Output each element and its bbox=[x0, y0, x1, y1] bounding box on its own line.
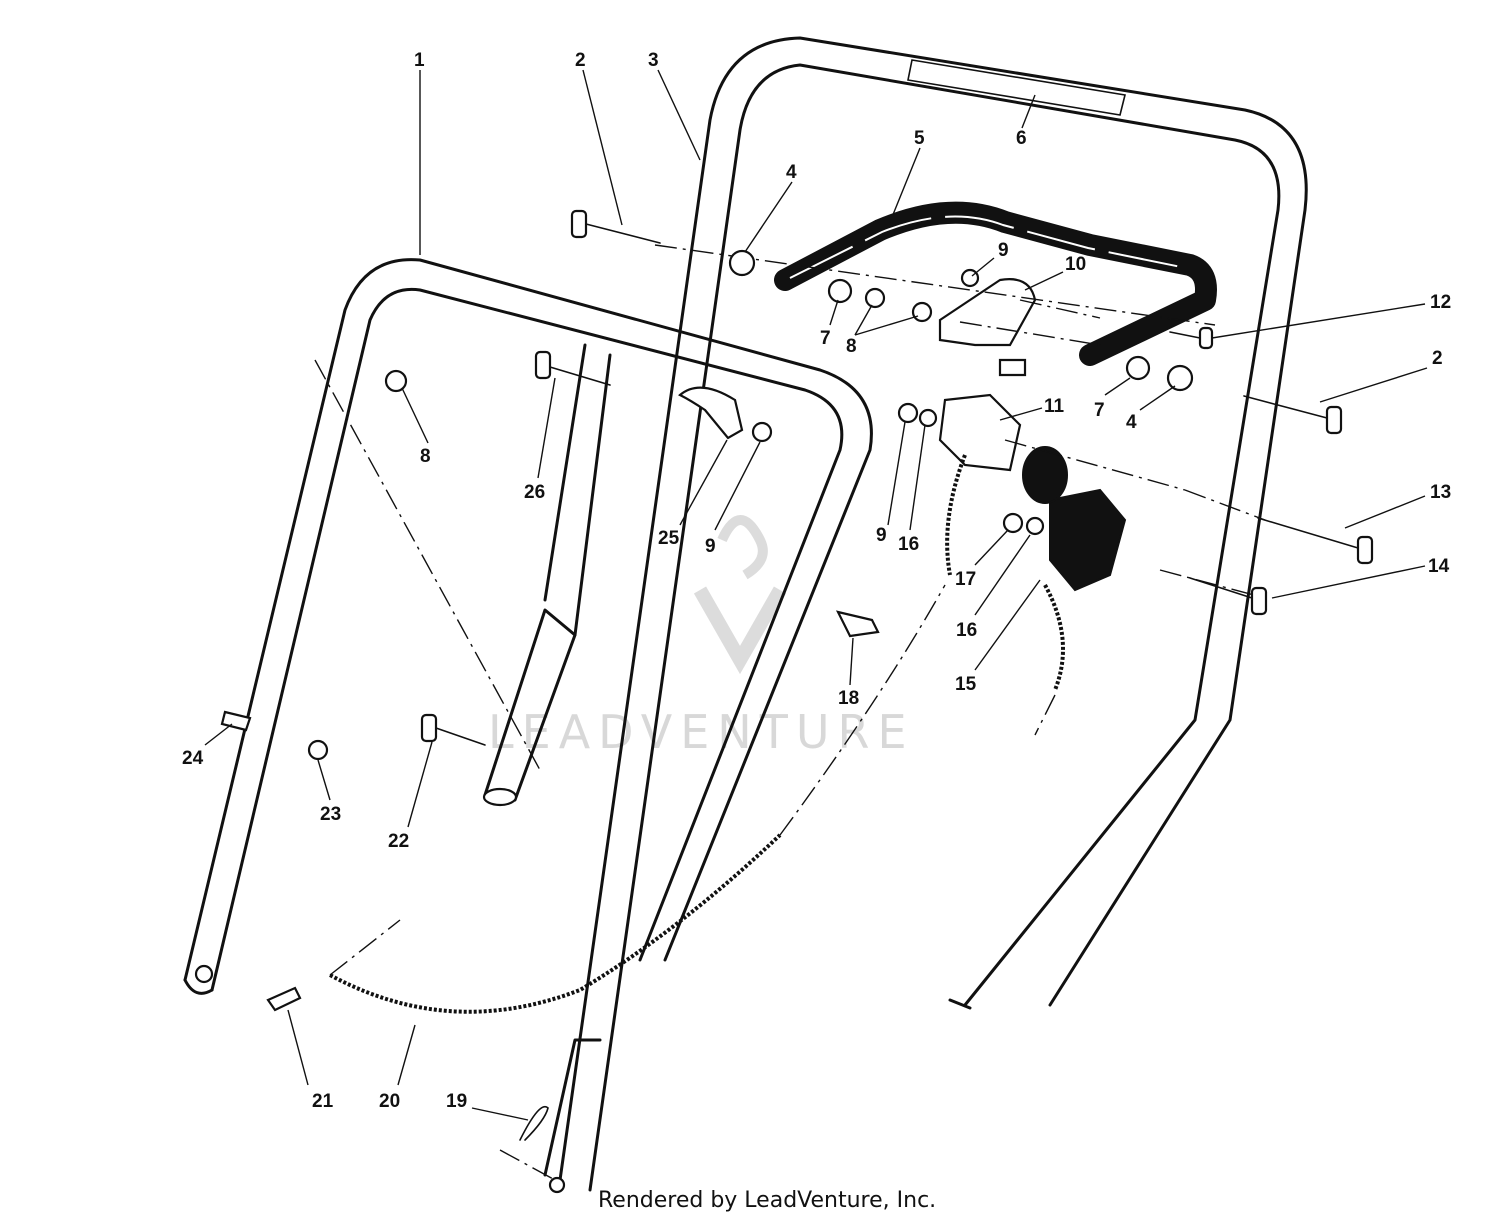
control-bail bbox=[774, 201, 1217, 366]
bolt-2-right bbox=[1243, 395, 1343, 435]
callout-16: 16 bbox=[898, 534, 919, 555]
nut-23 bbox=[307, 739, 329, 761]
bolt-2-upper bbox=[570, 209, 661, 244]
nut-8-left bbox=[384, 369, 408, 393]
leadventure-watermark-logo bbox=[693, 515, 787, 675]
callout-20: 20 bbox=[379, 1091, 400, 1112]
callout-17: 17 bbox=[955, 569, 976, 590]
bushing-4-left bbox=[728, 249, 756, 277]
callout-24: 24 bbox=[182, 748, 204, 769]
callout-3: 3 bbox=[648, 50, 659, 71]
callout-9c: 9 bbox=[876, 525, 887, 546]
bolt-12 bbox=[1169, 326, 1214, 350]
switch-wire bbox=[945, 454, 967, 576]
washer-7-right bbox=[1125, 355, 1151, 381]
bolt-26 bbox=[534, 350, 611, 386]
bushing-4-right bbox=[1166, 364, 1194, 392]
cable-20 bbox=[329, 833, 782, 1014]
callout-13: 13 bbox=[1430, 482, 1451, 503]
bolt-13 bbox=[1257, 517, 1374, 565]
nut-9-left bbox=[751, 421, 773, 443]
knob-24 bbox=[220, 710, 252, 732]
callout-2: 2 bbox=[575, 50, 586, 71]
callout-4b: 4 bbox=[1126, 412, 1137, 433]
callout-15: 15 bbox=[955, 674, 977, 695]
cotter-pin-19 bbox=[519, 1105, 549, 1141]
watermark-text: LEADVENTURE bbox=[488, 705, 915, 759]
callout-14: 14 bbox=[1428, 556, 1450, 577]
washer-7-left bbox=[827, 278, 853, 304]
callout-7: 7 bbox=[820, 328, 831, 349]
callout-19: 19 bbox=[446, 1091, 467, 1112]
screw-21 bbox=[266, 986, 302, 1012]
nut-8-b bbox=[911, 301, 933, 323]
callout-25: 25 bbox=[658, 528, 680, 549]
callout-4: 4 bbox=[786, 162, 797, 183]
bolt-14 bbox=[1189, 577, 1268, 616]
control-wire bbox=[1043, 584, 1065, 691]
washer-16-a bbox=[918, 408, 938, 428]
cable-guide-25 bbox=[678, 386, 744, 440]
clip-18 bbox=[835, 610, 880, 638]
callout-18: 18 bbox=[838, 688, 859, 709]
callout-12: 12 bbox=[1430, 292, 1451, 313]
callout-5: 5 bbox=[914, 128, 925, 149]
connector bbox=[998, 358, 1027, 377]
callout-6: 6 bbox=[1016, 128, 1027, 149]
callout-9: 9 bbox=[998, 240, 1009, 261]
callout-23: 23 bbox=[320, 804, 341, 825]
bolt-22 bbox=[420, 713, 486, 746]
callout-10: 10 bbox=[1065, 254, 1086, 275]
callout-22: 22 bbox=[388, 831, 409, 852]
bracket-10 bbox=[938, 278, 1037, 347]
callout-16b: 16 bbox=[956, 620, 977, 641]
nut-8-a bbox=[864, 287, 886, 309]
switch-11 bbox=[938, 393, 1022, 472]
nut-9-mid bbox=[897, 402, 919, 424]
callout-11: 11 bbox=[1044, 396, 1065, 417]
callout-2b: 2 bbox=[1432, 348, 1443, 369]
callout-21: 21 bbox=[312, 1091, 334, 1112]
callout-26: 26 bbox=[524, 482, 545, 503]
render-credit: Rendered by LeadVenture, Inc. bbox=[598, 1188, 937, 1213]
leader-lines bbox=[204, 69, 1428, 1121]
callout-9b: 9 bbox=[705, 536, 716, 557]
callout-8b: 8 bbox=[420, 446, 431, 467]
upper-handle bbox=[543, 36, 1308, 1194]
callout-7b: 7 bbox=[1094, 400, 1105, 421]
nut-17 bbox=[1002, 512, 1024, 534]
washer-16-b bbox=[1025, 516, 1045, 536]
control-box-15 bbox=[1022, 446, 1127, 592]
lower-handle bbox=[183, 258, 873, 995]
callout-8: 8 bbox=[846, 336, 857, 357]
callout-1: 1 bbox=[414, 50, 425, 71]
